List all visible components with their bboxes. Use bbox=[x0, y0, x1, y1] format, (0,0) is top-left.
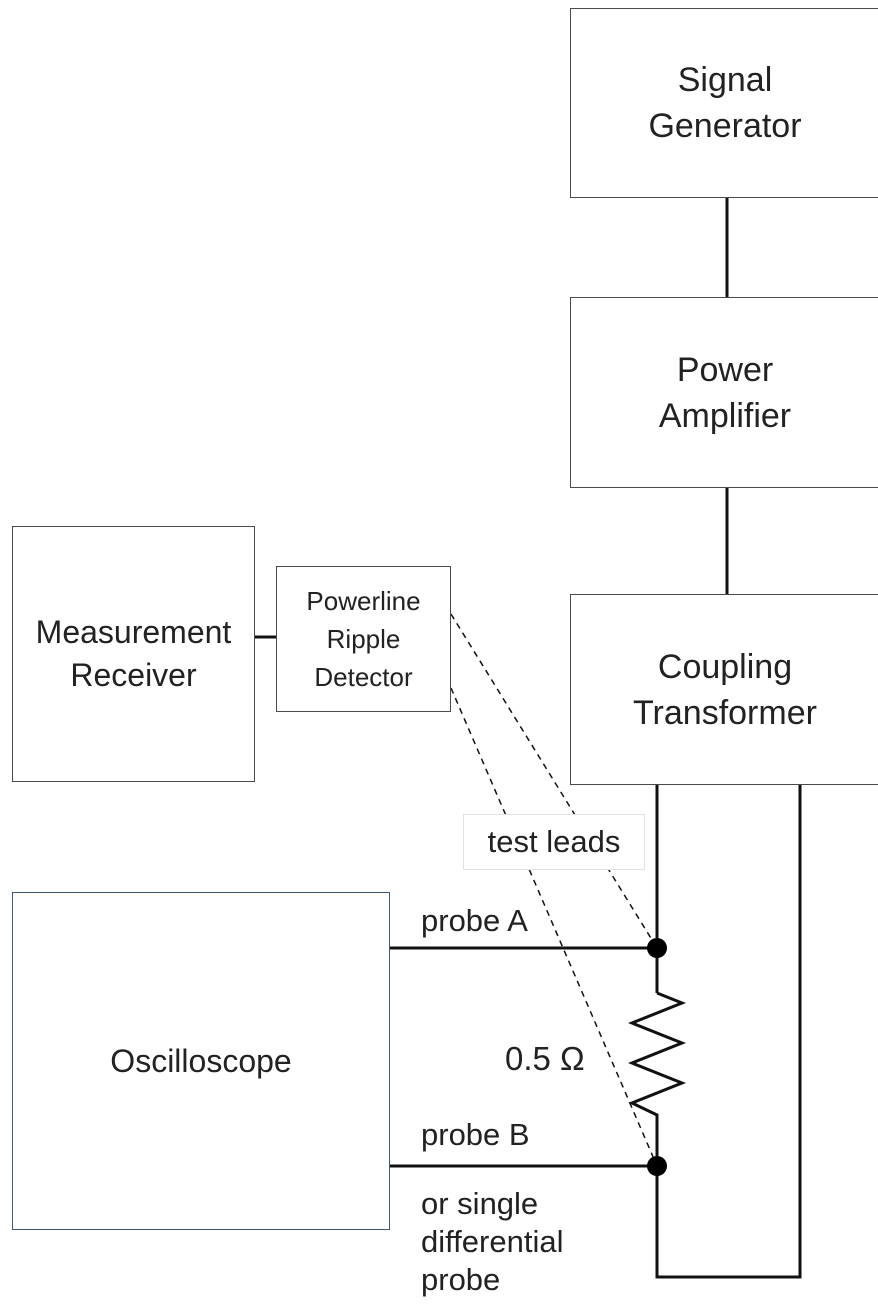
ripple-detector-line-1: Powerline bbox=[306, 586, 421, 616]
probe-a-label: probe A bbox=[421, 903, 528, 938]
ripple-detector-block: Powerline Ripple Detector bbox=[276, 566, 451, 712]
differential-probe-note: or single differential probe bbox=[421, 1185, 621, 1299]
junction-dot-b bbox=[647, 1156, 667, 1176]
power-amplifier-line-1: Power bbox=[676, 350, 774, 389]
probe-b-label: probe B bbox=[421, 1117, 530, 1152]
test-leads-text: test leads bbox=[487, 824, 621, 859]
signal-generator-line-2: Generator bbox=[648, 107, 802, 145]
coupling-transformer-block: Coupling Transformer bbox=[570, 594, 878, 785]
ripple-detector-line-2: Ripple bbox=[326, 624, 401, 654]
oscilloscope-label: Oscilloscope bbox=[110, 1042, 292, 1079]
differential-line-1: or single bbox=[421, 1186, 539, 1221]
differential-line-3: probe bbox=[421, 1262, 501, 1297]
measurement-receiver-line-1: Measurement bbox=[35, 614, 232, 650]
ripple-detector-line-3: Detector bbox=[314, 662, 413, 692]
power-amplifier-block: Power Amplifier bbox=[570, 297, 878, 488]
signal-generator-block: Signal Generator bbox=[570, 8, 878, 198]
power-amplifier-line-2: Amplifier bbox=[658, 396, 792, 435]
measurement-receiver-block: Measurement Receiver bbox=[12, 526, 255, 782]
test-lead-2 bbox=[450, 687, 658, 1167]
oscilloscope-block: Oscilloscope bbox=[12, 892, 390, 1230]
coupling-transformer-line-2: Transformer bbox=[633, 693, 817, 732]
coupling-transformer-line-1: Coupling bbox=[657, 647, 793, 686]
signal-generator-line-1: Signal bbox=[677, 61, 773, 99]
resistor-symbol bbox=[627, 991, 687, 1167]
test-leads-label: test leads bbox=[463, 814, 645, 870]
measurement-receiver-line-2: Receiver bbox=[70, 657, 197, 693]
differential-line-2: differential bbox=[421, 1224, 564, 1259]
secondary-return-wire bbox=[655, 785, 802, 1279]
junction-dot-a bbox=[647, 938, 667, 958]
resistance-value-label: 0.5 Ω bbox=[505, 1040, 585, 1077]
